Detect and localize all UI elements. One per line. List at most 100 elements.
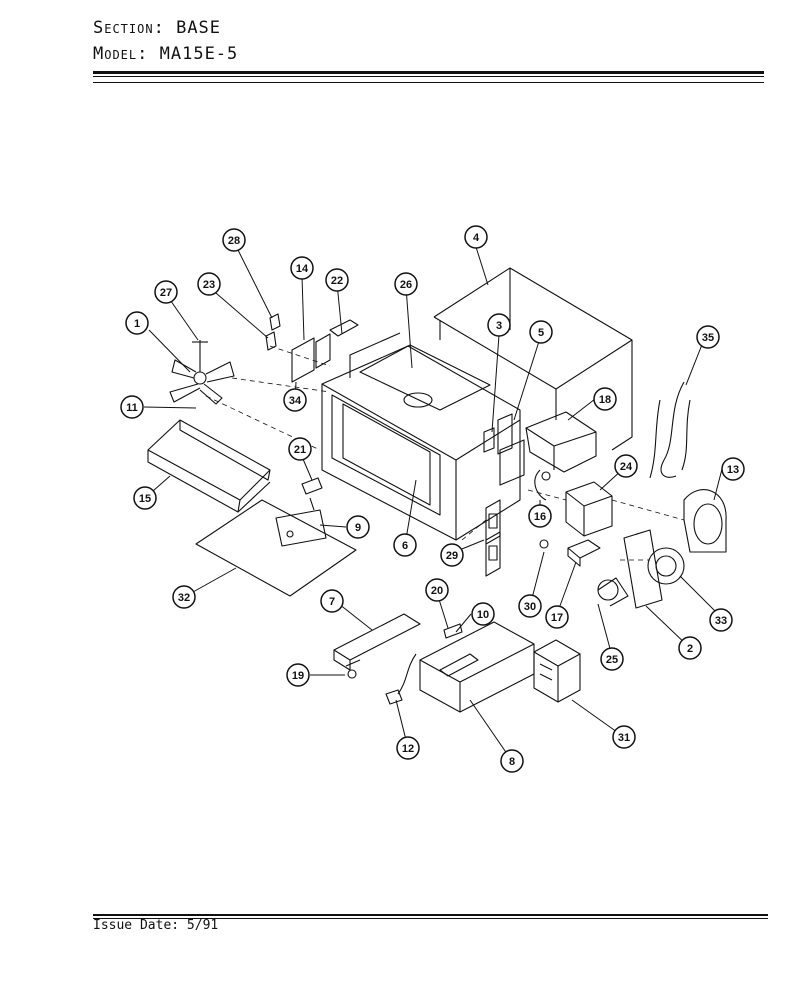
callout-number: 35 [702,332,714,344]
callout-6: 6 [393,533,417,557]
callout-18: 18 [593,387,617,411]
waveguide-cover-drawing [525,411,597,473]
fan-motor-drawing [597,489,727,609]
power-cord-drawing [347,623,463,705]
callout-number: 8 [509,756,515,768]
callout-circle [545,605,569,629]
callout-circle [283,388,307,412]
callout-circle [325,268,349,292]
small-parts-drawing [265,313,323,511]
callout-number: 22 [331,275,343,287]
callout-16: 16 [528,504,552,528]
callout-number: 27 [160,287,172,299]
callout-number: 25 [606,654,618,666]
callout-32: 32 [172,585,196,609]
callout-14: 14 [290,256,314,280]
callout-number: 1 [134,318,140,330]
callout-35: 35 [696,325,720,349]
callout-25: 25 [600,647,624,671]
callout-circle [464,225,488,249]
thermal-cutout-drawing [534,469,551,549]
callout-circle [612,725,636,749]
callout-number: 2 [687,643,693,655]
issue-date-value: 5/91 [186,918,219,933]
callout-circle [154,280,178,304]
callout-circle [172,585,196,609]
callout-circle [721,457,745,481]
callout-4: 4 [464,225,488,249]
callout-number: 6 [402,540,408,552]
callout-21: 21 [288,437,312,461]
callout-number: 12 [402,743,414,755]
transformer-drawing [533,639,581,703]
callout-number: 3 [496,320,502,332]
callout-1: 1 [125,311,149,335]
callout-circle [518,594,542,618]
callout-circle [394,272,418,296]
callout-circle [528,504,552,528]
callout-number: 9 [355,522,361,534]
mounting-bracket-drawing [333,613,421,671]
base-plate-drawing [419,621,535,713]
issue-date-label: Issue Date: [93,918,180,933]
callout-30: 30 [518,594,542,618]
leader-lines [143,241,723,762]
callout-number: 34 [289,395,302,407]
callout-number: 26 [400,279,412,291]
fan-blade-drawing [169,340,235,405]
callout-20: 20 [425,578,449,602]
section-heading: Section: BASE [93,18,221,38]
callout-number: 24 [620,461,633,473]
callout-circle [286,663,310,687]
callout-circle [614,454,638,478]
callout-circle [529,320,553,344]
callout-circle [320,589,344,613]
callout-circle [393,533,417,557]
callout-23: 23 [197,272,221,296]
bottom-plate-drawing [195,499,357,597]
callout-number: 7 [329,596,335,608]
callout-circle [471,602,495,626]
callout-24: 24 [614,454,638,478]
callout-number: 5 [538,327,544,339]
callout-circle [600,647,624,671]
callout-8: 8 [500,749,524,773]
callout-circle [396,736,420,760]
callout-circle [222,228,246,252]
callout-22: 22 [325,268,349,292]
callout-17: 17 [545,605,569,629]
callout-circle [709,608,733,632]
callout-3: 3 [487,313,511,337]
header-rule [93,71,764,74]
wire-harness-drawing [649,381,691,479]
callout-circle [678,636,702,660]
model-value: MA15E-5 [159,44,239,64]
bracket-drawing [291,319,359,383]
model-label: Model: [93,44,149,64]
callout-circle [133,486,157,510]
callout-number: 23 [203,279,215,291]
callout-circle [500,749,524,773]
oven-cavity-drawing [321,332,521,541]
header-rule [93,82,764,83]
callout-number: 28 [228,235,240,247]
callout-number: 29 [446,550,458,562]
callout-number: 17 [551,612,563,624]
callout-circle [440,543,464,567]
callout-29: 29 [440,543,464,567]
callout-circle [125,311,149,335]
callout-13: 13 [721,457,745,481]
callout-number: 13 [727,464,739,476]
header-rule [93,76,764,77]
callout-circle [696,325,720,349]
callout-33: 33 [709,608,733,632]
callout-number: 15 [139,493,151,505]
callout-number: 16 [534,511,546,523]
air-duct-drawing [147,419,271,513]
issue-date: Issue Date: 5/91 [93,918,218,933]
magnetron-drawing [565,481,613,567]
callout-34: 34 [283,388,307,412]
callout-7: 7 [320,589,344,613]
callout-number: 21 [294,444,306,456]
